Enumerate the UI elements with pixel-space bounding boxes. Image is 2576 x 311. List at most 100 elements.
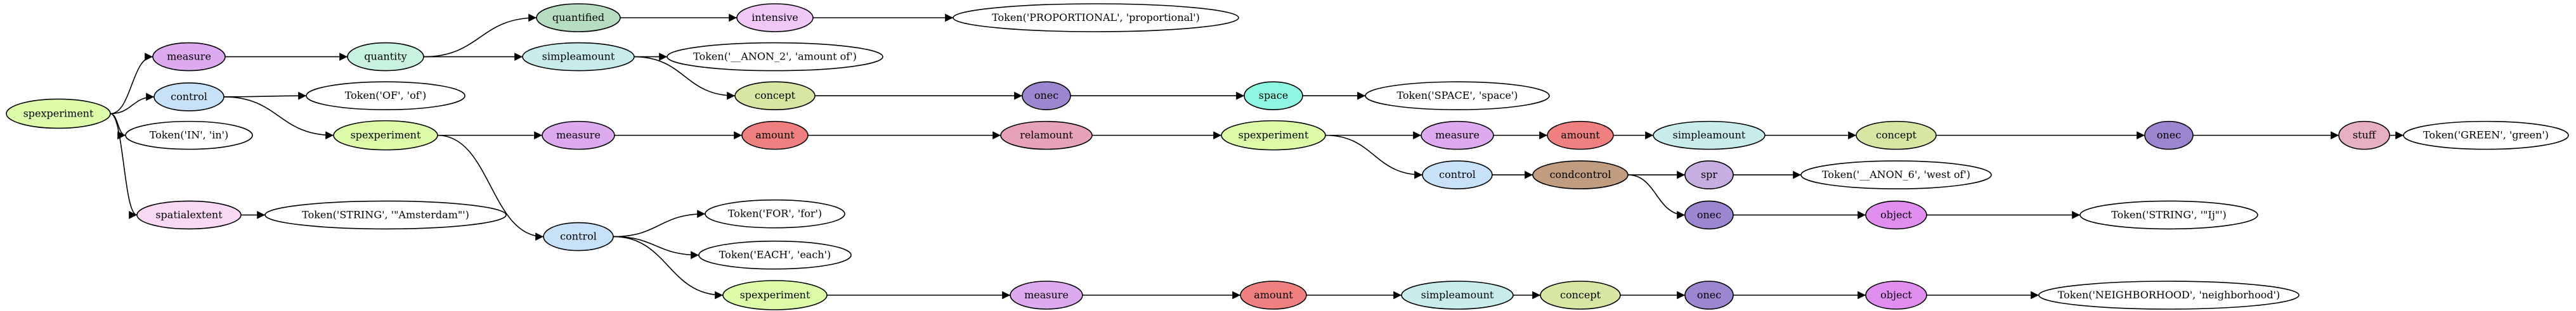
edge-simpleamount-to-concept (634, 56, 736, 100)
node-label: Token('NEIGHBORHOOD', 'neighborhood') (2058, 289, 2280, 301)
node-onec: onec (1684, 281, 1734, 310)
node-spexperiment: spexperiment (333, 120, 438, 151)
node-shape (953, 3, 1239, 32)
node-label: condcontrol (1550, 168, 1611, 181)
node-shape (1221, 120, 1326, 151)
node-shape (2403, 120, 2569, 150)
edge-control-to-spexperiment (613, 236, 724, 300)
node-label: intensive (751, 11, 798, 23)
node-object: object (1865, 200, 1927, 230)
node-shape (347, 42, 424, 72)
node-label: onec (2157, 129, 2181, 141)
node-token-string-ij: Token('STRING', '"Ij"') (2079, 200, 2258, 230)
node-concept: concept (734, 81, 816, 110)
node-label: spexperiment (351, 129, 421, 141)
node-label: simpleamount (1421, 289, 1494, 301)
node-label: concept (1560, 289, 1601, 301)
node-amount: amount (741, 120, 809, 150)
node-label: control (171, 91, 207, 103)
node-shape (1865, 200, 1927, 230)
node-control: control (1422, 160, 1493, 189)
node-onec: onec (1684, 200, 1734, 230)
node-shape (741, 120, 809, 150)
node-token-of-of: Token('OF', 'of') (306, 81, 465, 110)
node-label: Token('STRING', '"Ij"') (2111, 208, 2227, 220)
node-concept: concept (1856, 120, 1937, 150)
edge-spexperiment-to-measure (110, 53, 153, 115)
node-label: Token('__ANON_6', 'west of') (1822, 168, 1970, 181)
node-label: Token('OF', 'of') (345, 89, 427, 101)
node-label: measure (556, 129, 601, 141)
edge-control-to-token-of-of (223, 91, 307, 100)
edge-spexperiment-to-token-in-in (110, 113, 126, 140)
node-shape (1421, 120, 1494, 150)
node-token-anon-2-amount-of: Token('__ANON_2', 'amount of') (667, 42, 883, 72)
node-object: object (1865, 281, 1927, 310)
node-shape (1365, 81, 1550, 110)
node-shape (152, 42, 226, 72)
edge-spexperiment-to-control (1325, 134, 1423, 179)
node-shape (1684, 160, 1734, 189)
node-shape (722, 280, 828, 310)
node-label: measure (167, 51, 211, 63)
node-shape (536, 3, 621, 32)
node-shape (6, 98, 111, 129)
node-label: measure (1435, 129, 1480, 141)
node-label: simpleamount (1673, 129, 1746, 141)
node-spatialextent: spatialextent (136, 200, 242, 230)
edge-spexperiment-to-spatialextent (110, 113, 138, 219)
node-control: control (543, 222, 614, 251)
edge-control-to-spexperiment (223, 96, 334, 140)
node-intensive: intensive (736, 3, 814, 32)
edge-control-to-token-each-each (613, 236, 699, 260)
node-onec: onec (1022, 81, 1071, 110)
node-measure: measure (1010, 281, 1083, 310)
node-quantity: quantity (347, 42, 424, 72)
edge-quantity-to-quantified (423, 13, 537, 58)
node-shape (543, 222, 614, 251)
node-shape (333, 120, 438, 151)
node-shape (542, 120, 615, 150)
node-concept: concept (1540, 281, 1621, 310)
node-measure: measure (542, 120, 615, 150)
node-label: spexperiment (23, 107, 94, 119)
node-shape (1000, 120, 1093, 150)
node-label: spatialextent (155, 208, 223, 220)
node-label: Token('EACH', 'each') (719, 249, 831, 261)
node-spr: spr (1684, 160, 1734, 189)
node-token-green-green: Token('GREEN', 'green') (2403, 120, 2569, 150)
node-quantified: quantified (536, 3, 621, 32)
node-shape (1532, 160, 1629, 189)
node-simpleamount: simpleamount (1401, 281, 1514, 310)
node-space: space (1244, 81, 1303, 110)
node-token-string-amsterdam: Token('STRING', '"Amsterdam"') (264, 200, 507, 230)
node-shape (667, 42, 883, 72)
node-simpleamount: simpleamount (1653, 120, 1766, 150)
node-shape (2079, 200, 2258, 230)
node-stuff: stuff (2338, 120, 2390, 150)
node-shape (1800, 160, 1992, 189)
node-label: quantity (364, 51, 407, 63)
node-measure: measure (1421, 120, 1494, 150)
node-spexperiment: spexperiment (722, 280, 828, 310)
node-shape (1865, 281, 1927, 310)
node-token-neighborhood-neighborhood: Token('NEIGHBORHOOD', 'neighborhood') (2038, 281, 2300, 310)
node-label: amount (1561, 129, 1600, 141)
node-shape (734, 81, 816, 110)
node-token-proportional-proportional: Token('PROPORTIONAL', 'proportional') (953, 3, 1239, 32)
node-label: spr (1701, 168, 1717, 181)
node-label: Token('IN', 'in') (150, 129, 229, 141)
edge-control-to-token-for-for (613, 210, 706, 238)
node-label: simpleamount (542, 51, 615, 63)
node-shape (1540, 281, 1621, 310)
node-shape (1240, 281, 1307, 310)
edge-condcontrol-to-onec (1627, 174, 1686, 219)
node-control: control (153, 82, 224, 111)
node-shape (136, 200, 242, 230)
node-label: onec (1697, 208, 1721, 220)
node-condcontrol: condcontrol (1532, 160, 1629, 189)
node-token-for-for: Token('FOR', 'for') (705, 199, 845, 229)
node-shape (153, 82, 224, 111)
